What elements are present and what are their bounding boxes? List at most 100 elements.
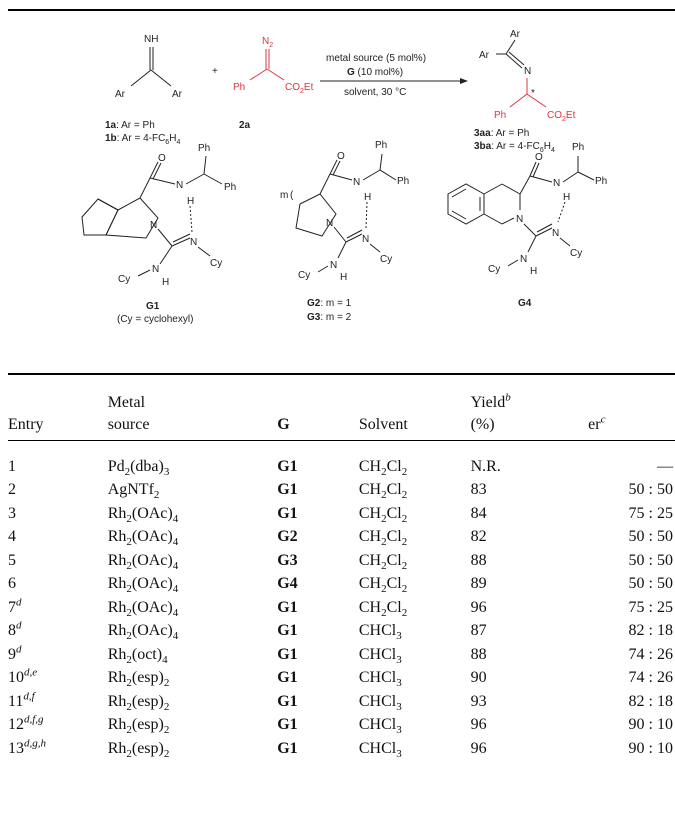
arrow-condition-g-loading: (10 mol%)	[355, 67, 403, 78]
cell-solvent: CH2Cl2	[359, 525, 471, 549]
metal-ligand: (OAc)	[131, 504, 173, 522]
cell-catalyst: G3	[277, 549, 359, 573]
product-structure: Ar Ar N Ph * CO2Et	[479, 29, 576, 123]
header-metal-source: Metal source	[107, 382, 278, 441]
header-metal-line1: Metal	[107, 393, 146, 411]
solvent-sub2: 2	[401, 583, 408, 596]
solvent-part2: Cl	[386, 504, 402, 522]
solvent-part: CHCl	[358, 669, 397, 686]
svg-text:1b: Ar = 4-FC6H4: 1b: Ar = 4-FC6H4	[105, 133, 180, 146]
cell-metal-source: Rh2(OAc)4	[108, 619, 278, 643]
solvent-part: CHCl	[358, 739, 397, 757]
cell-entry: 2	[8, 478, 108, 502]
er-value: 50 : 50	[628, 481, 673, 498]
solvent-sub2: 2	[401, 606, 408, 619]
cell-yield: 87	[471, 619, 589, 643]
g1-h-amine: H	[162, 277, 169, 288]
cell-solvent: CH2Cl2	[359, 572, 471, 596]
er-value: 75 : 25	[628, 598, 673, 616]
label-2a: 2a	[239, 120, 251, 131]
catalyst-id: G3	[277, 551, 298, 569]
er-value: 50 : 50	[628, 575, 673, 592]
metal-ligand: (OAc)	[131, 575, 173, 592]
solvent-part: CHCl	[358, 716, 397, 733]
cell-catalyst: G1	[277, 596, 359, 620]
metal-ligand: (dba)	[130, 457, 164, 475]
metal-part: Rh	[107, 598, 127, 616]
cell-catalyst: G1	[277, 737, 359, 761]
label-1b-desc: : Ar = 4-FC	[117, 133, 166, 144]
header-g: G	[277, 382, 359, 441]
entry-number: 9	[8, 645, 16, 663]
metal-sub: 2	[126, 677, 132, 690]
catalyst-g4: O N Ph Ph H N N Cy N Cy H G4	[447, 142, 607, 309]
g1-h: H	[187, 196, 194, 207]
cell-catalyst: G4	[277, 572, 359, 596]
arrow-condition-metal: metal source (5 mol%)	[326, 53, 426, 64]
cell-metal-source: Rh2(OAc)4	[108, 525, 278, 549]
metal-ligand-sub: 2	[163, 677, 170, 690]
entry-footnote: d,f	[23, 690, 35, 703]
diazo-ester-tail: Et	[304, 82, 314, 93]
solvent-sub: 2	[381, 489, 387, 502]
er-value: 50 : 50	[628, 551, 673, 569]
solvent-sub2: 2	[401, 489, 408, 502]
header-metal-line2: source	[107, 415, 150, 433]
g3-desc: : m = 2	[320, 312, 351, 323]
catalyst-g2-g3: m ( O N Ph Ph H N N Cy N Cy H G2: m = 1 …	[280, 140, 409, 323]
g4-n-imine: N	[552, 228, 559, 239]
catalyst-id: G1	[277, 692, 298, 710]
g4-cy-2: Cy	[488, 264, 500, 275]
cell-entry: 5	[8, 549, 108, 573]
cell-metal-source: Rh2(OAc)4	[108, 502, 278, 526]
cell-solvent: CHCl3	[359, 643, 471, 667]
metal-sub: 2	[153, 489, 160, 502]
cell-er: 90 : 10	[588, 737, 675, 761]
metal-ligand: (OAc)	[131, 528, 173, 545]
svg-text:CO2Et: CO2Et	[285, 82, 314, 95]
cell-entry: 13d,g,h	[8, 737, 108, 761]
er-value: 90 : 10	[628, 716, 673, 733]
catalyst-id: G1	[277, 669, 298, 686]
g1-n-imine: N	[190, 237, 197, 248]
solvent-sub2: 2	[401, 536, 408, 549]
cell-entry: 6	[8, 572, 108, 596]
reaction-scheme: NH Ar Ar + N2 Ph CO2Et metal source (5 m…	[81, 29, 607, 325]
cell-yield: 89	[471, 572, 589, 596]
reactant-imine: NH Ar Ar	[115, 34, 183, 100]
cell-yield: 82	[471, 525, 589, 549]
metal-ligand: (esp)	[131, 716, 164, 733]
cell-solvent: CHCl3	[359, 619, 471, 643]
g2-o: O	[337, 151, 345, 162]
metal-sub: 2	[126, 559, 132, 572]
cell-er: —	[588, 440, 675, 478]
svg-text:(: (	[290, 190, 294, 201]
catalyst-id: G1	[277, 457, 298, 475]
svg-text:3ba: Ar = 4-FC6H4: 3ba: Ar = 4-FC6H4	[474, 141, 555, 154]
cell-yield: 96	[471, 713, 589, 737]
imine-nh-label: NH	[144, 34, 158, 45]
header-yield-line1: Yield	[470, 393, 506, 411]
yield-value: 96	[470, 716, 487, 733]
label-3ba-sub2: 4	[551, 147, 555, 154]
cell-entry: 1	[8, 440, 108, 478]
cell-er: 90 : 10	[588, 713, 675, 737]
solvent-part: CH	[358, 575, 382, 592]
entry-number: 2	[8, 481, 16, 498]
metal-part: Pd	[107, 457, 125, 475]
label-1a-desc: : Ar = Ph	[116, 120, 155, 131]
g2-ph-1: Ph	[375, 140, 387, 151]
g3-label: G3	[307, 312, 321, 323]
entry-footnote: d	[16, 643, 22, 656]
product-ph: Ph	[494, 110, 506, 121]
metal-ligand-sub: 2	[163, 700, 170, 713]
solvent-sub2: 2	[401, 465, 408, 478]
header-er-label: er	[588, 415, 601, 433]
cell-metal-source: Rh2(esp)2	[108, 690, 278, 714]
g2-desc: : m = 1	[320, 298, 351, 309]
cell-solvent: CH2Cl2	[359, 440, 471, 478]
